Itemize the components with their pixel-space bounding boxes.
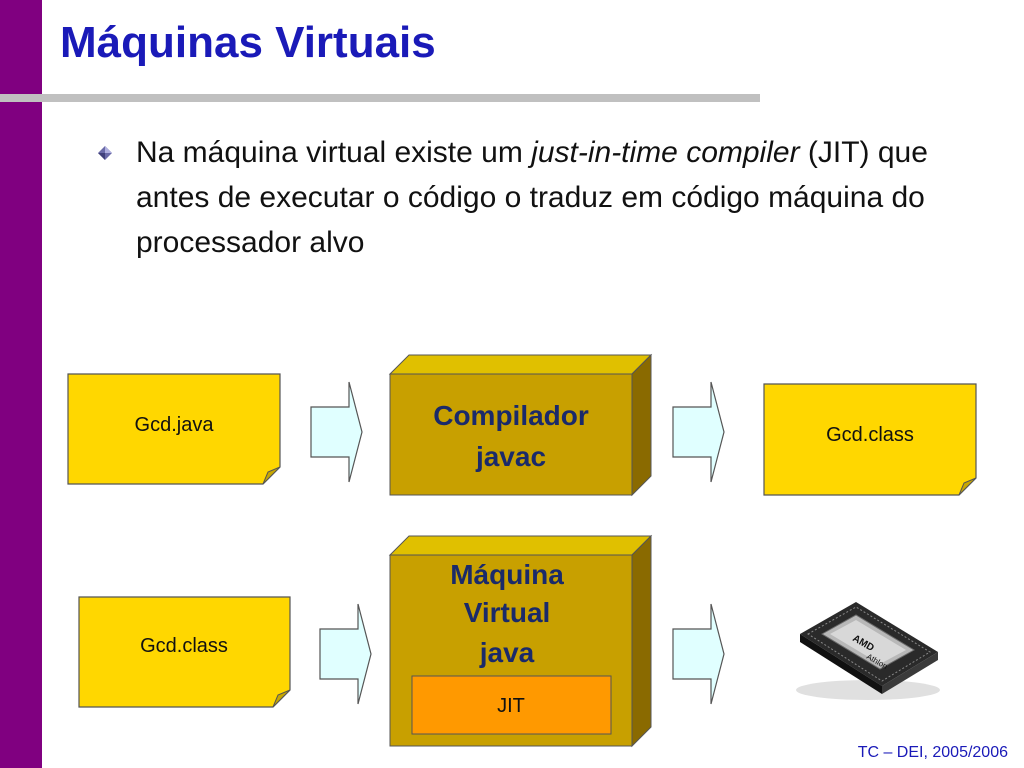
file-label-gcd-class-output: Gcd.class: [826, 424, 914, 446]
process-label-java: java: [479, 637, 535, 668]
bullet-text: Na máquina virtual existe um just-in-tim…: [136, 130, 996, 265]
file-label-gcd-class-input: Gcd.class: [140, 635, 228, 657]
title-underline: [0, 94, 760, 102]
process-label-compilador: Compilador: [433, 400, 589, 431]
bullet-text-part2: (JIT) que antes de executar o código o t…: [136, 136, 928, 259]
file-note-gcd-class-output: Gcd.class: [763, 383, 977, 496]
slide-footer: TC – DEI, 2005/2006: [857, 744, 1008, 761]
process-label-javac: javac: [475, 441, 546, 472]
arrow-right-icon: [672, 603, 725, 705]
arrow-right-icon: [672, 381, 725, 483]
diamond-bullet-icon: [98, 146, 112, 160]
cpu-chip-icon: AMD Athlon: [796, 602, 940, 700]
jit-label: JIT: [497, 695, 525, 717]
arrow-right-icon: [310, 381, 363, 483]
file-note-gcd-java: Gcd.java: [67, 373, 281, 485]
file-note-gcd-class-input: Gcd.class: [78, 596, 291, 708]
bullet-text-italic: just-in-time compiler: [531, 136, 800, 169]
left-accent-bar: [0, 0, 42, 768]
slide-title: Máquinas Virtuais: [60, 18, 436, 67]
arrow-right-icon: [319, 603, 372, 705]
file-label-gcd-java: Gcd.java: [135, 414, 215, 436]
process-box-maquina-virtual: Máquina Virtual java JIT: [388, 534, 653, 748]
process-box-compilador: Compilador javac: [388, 353, 653, 497]
process-label-maquina: Máquina: [450, 559, 564, 590]
bullet-text-part1: Na máquina virtual existe um: [136, 136, 532, 169]
process-label-virtual: Virtual: [464, 597, 551, 628]
